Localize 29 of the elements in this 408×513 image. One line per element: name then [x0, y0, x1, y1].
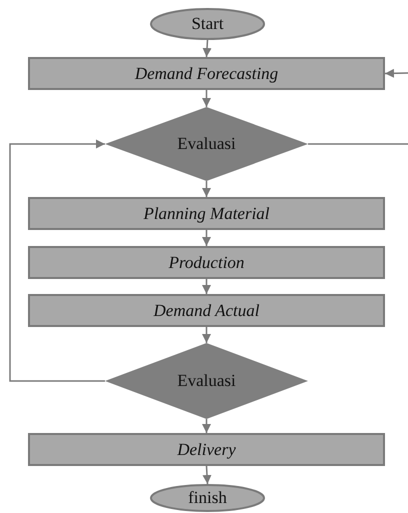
arrow	[9, 140, 105, 382]
process-box	[28, 294, 385, 327]
arrow	[202, 90, 211, 107]
arrow	[202, 419, 211, 433]
arrow	[202, 466, 212, 484]
arrow	[202, 181, 211, 197]
process-box	[28, 57, 385, 90]
node-label: Start	[191, 14, 224, 34]
arrow	[384, 68, 408, 78]
terminal-ellipse	[150, 8, 265, 40]
process-box	[28, 433, 385, 466]
node-label: Evaluasi	[177, 371, 236, 391]
decision-diamond	[105, 343, 308, 419]
connector-line	[308, 143, 408, 145]
node-label: Production	[168, 252, 244, 272]
arrow	[202, 327, 211, 343]
node-label: Delivery	[177, 440, 236, 460]
arrow	[202, 230, 211, 246]
node-label: Evaluasi	[177, 134, 236, 154]
node-label: finish	[188, 488, 227, 508]
arrow	[202, 279, 211, 294]
process-box	[28, 246, 385, 279]
terminal-ellipse	[150, 484, 265, 512]
node-label: Planning Material	[143, 204, 270, 224]
node-label: Demand Actual	[154, 300, 260, 320]
decision-diamond	[105, 107, 308, 181]
node-label: Demand Forecasting	[134, 64, 278, 84]
process-box	[28, 197, 385, 230]
arrow	[202, 40, 212, 58]
